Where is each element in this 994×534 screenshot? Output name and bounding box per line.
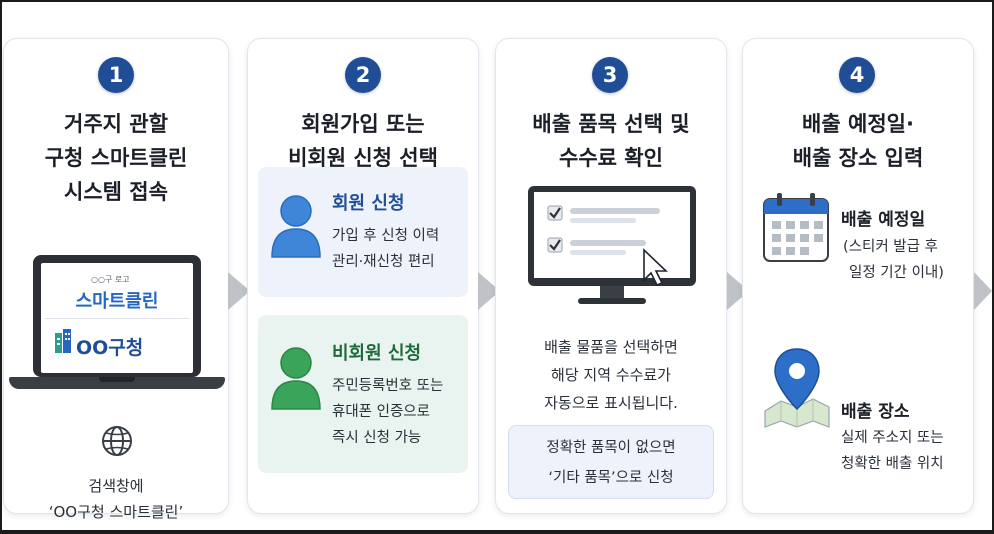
step-arrow-icon [974,272,992,310]
member-option-panel: 회원 신청 가입 후 신청 이력 관리·재신청 편리 [258,167,468,297]
app-name: 스마트클린 [75,291,159,312]
date-heading: 배출 예정일 [841,210,926,230]
guest-description-line: 즉시 신청 가능 [332,430,422,446]
cursor-icon [643,248,668,287]
place-heading: 배출 장소 [841,402,910,422]
guest-description-line: 주민등록번호 또는 [332,378,444,394]
calendar-icon [763,193,829,262]
step-title-line: 수수료 확인 [559,146,663,170]
guest-option-panel: 비회원 신청 주민등록번호 또는 휴대폰 인증으로 즉시 신청 가능 [258,315,468,473]
laptop-base [9,377,225,389]
step-title-line: 배출 장소 입력 [792,146,924,170]
step-number-badge: 3 [592,57,628,93]
step-title-line: 배출 예정일· [802,112,914,136]
step-title-line: 구청 스마트클린 [44,146,188,170]
step-title-line: 시스템 접속 [64,180,168,204]
step-card-4: 4 배출 예정일· 배출 장소 입력 배출 예정일 (스티커 발급 후 일정 기… [742,38,974,514]
step-description-line: 배출 물품을 선택하면 [544,338,678,356]
step-card-1: 1 거주지 관할 구청 스마트클린 시스템 접속 ○○구 로고 스마트클린 OO… [3,38,229,521]
date-description-line: (스티커 발급 후 [843,239,938,255]
member-description-line: 가입 후 신청 이력 [332,228,440,244]
step-title-line: 비회원 신청 선택 [288,146,438,170]
step-number-badge: 1 [98,57,134,93]
guest-heading: 비회원 신청 [332,343,422,364]
step-description-line: 자동으로 표시됩니다. [544,394,678,412]
globe-icon [102,426,132,456]
map-pin-icon [764,348,830,428]
laptop-notch [99,377,135,382]
laptop-screen-content: ○○구 로고 스마트클린 OO구청 [41,263,193,373]
step-card-3: 3 배출 품목 선택 및 수수료 확인 배출 물품을 선택하면 해당 지역 수수… [495,38,727,514]
step-title-line: 회원가입 또는 [301,112,425,136]
monitor-checklist-icon [528,186,696,304]
screen-divider [45,318,189,319]
step-title-line: 거주지 관할 [64,112,168,136]
tip-note-box: 정확한 품목이 없으면 ‘기타 품목’으로 신청 [508,425,714,499]
step-number-badge: 2 [345,57,381,93]
place-description-line: 청확한 배출 위치 [841,456,944,472]
date-description-line: 일정 기간 이내) [849,265,944,281]
office-name: OO구청 [76,337,144,359]
step-number-badge: 4 [839,57,875,93]
building-icon [55,329,71,353]
step-arrow-icon [478,272,500,310]
step-arrow-icon [228,272,250,310]
guest-description-line: 휴대폰 인증으로 [332,404,430,420]
laptop-icon: ○○구 로고 스마트클린 OO구청 [33,255,201,377]
tip-note-line: ‘기타 품목’으로 신청 [548,470,674,486]
tip-note-line: 정확한 품목이 없으면 [546,440,676,456]
step-card-2: 2 회원가입 또는 비회원 신청 선택 회원 신청 가입 후 신청 이력 관리·… [247,38,479,514]
search-caption-line: ‘OO구청 스마트클린’ [48,503,184,521]
member-heading: 회원 신청 [332,193,405,214]
person-icon [271,195,321,258]
step-title-line: 배출 품목 선택 및 [532,112,690,136]
step-description-line: 해당 지역 수수료가 [551,366,671,384]
search-caption-line: 검색창에 [88,477,144,495]
member-description-line: 관리·재신청 편리 [332,254,435,270]
person-icon [271,347,321,410]
place-description-line: 실제 주소지 또는 [841,430,944,446]
small-logo-text: ○○구 로고 [91,275,130,284]
